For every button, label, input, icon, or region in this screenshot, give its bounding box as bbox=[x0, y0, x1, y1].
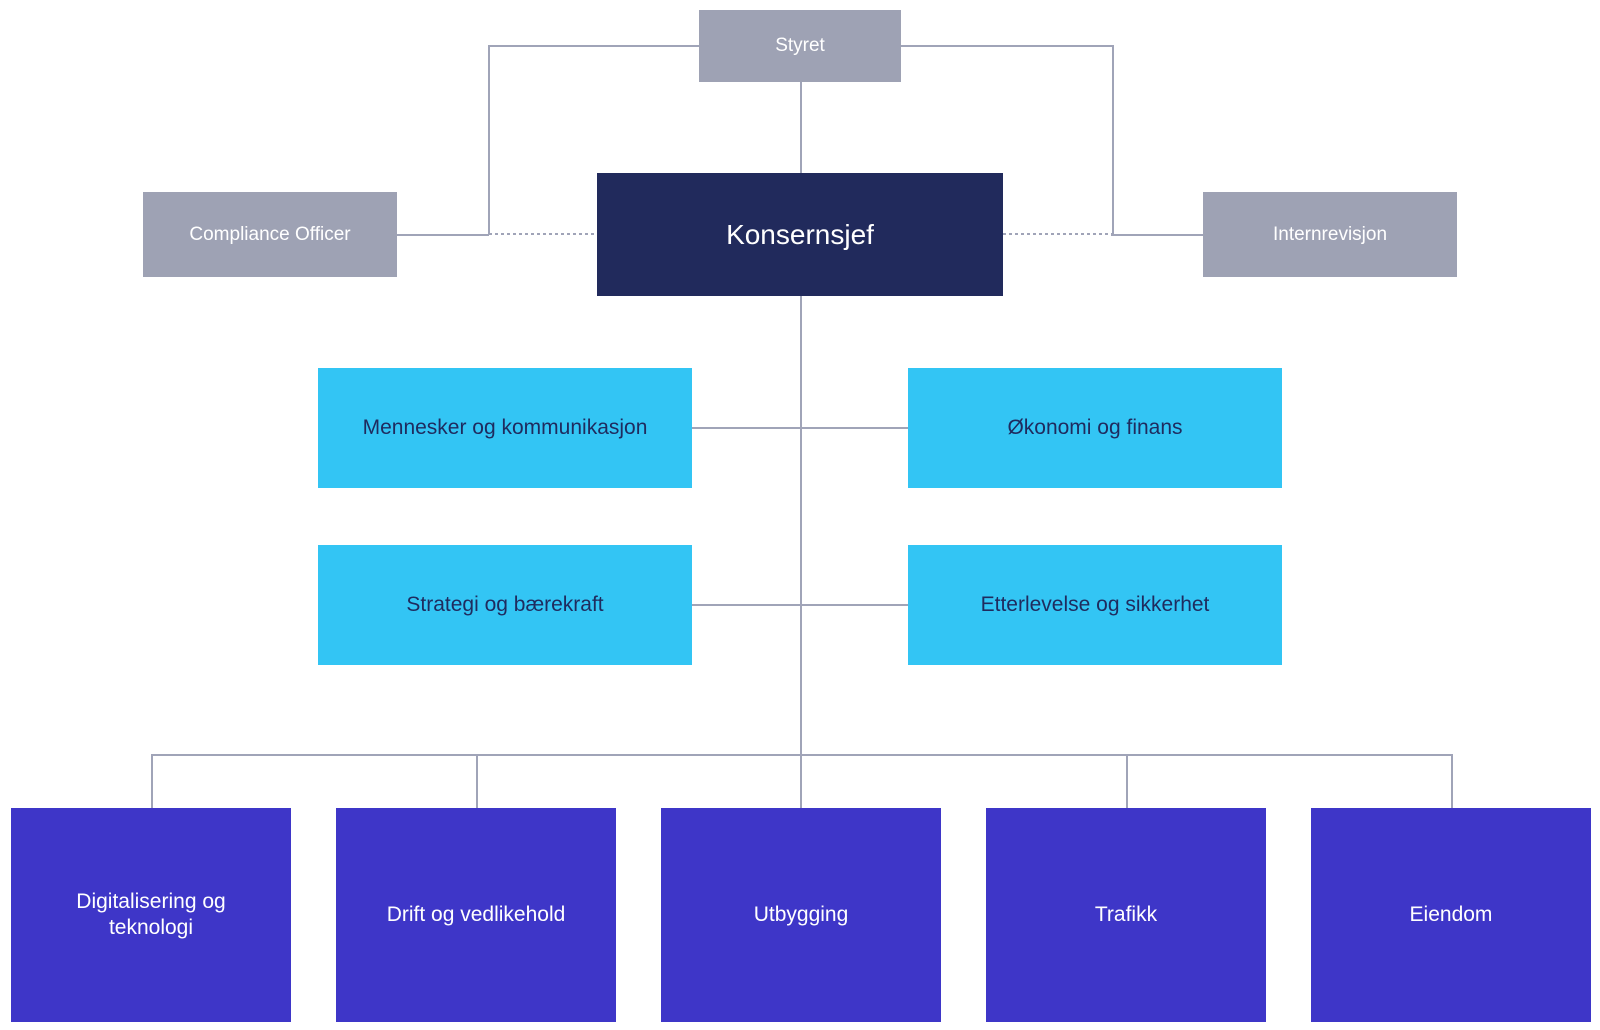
connector-compliance-dotted-to-ceo bbox=[489, 233, 597, 235]
connector-divisions-bus bbox=[151, 754, 1451, 756]
division-label: Eiendom bbox=[1409, 902, 1493, 926]
connector-audit-solid bbox=[1111, 234, 1203, 236]
connector-staff-row2 bbox=[692, 604, 908, 606]
division-label: Drift og vedlikehold bbox=[386, 902, 566, 926]
connector-left-elbow-vertical bbox=[488, 45, 490, 235]
division-trafikk: Trafikk bbox=[986, 808, 1266, 1022]
division-label: Digitalisering og teknologi bbox=[76, 889, 226, 939]
compliance-officer-label: Compliance Officer bbox=[189, 223, 351, 245]
staff-unit-label: Økonomi og finans bbox=[1007, 415, 1183, 439]
board-node: Styret bbox=[699, 10, 901, 82]
internal-audit-node: Internrevisjon bbox=[1203, 192, 1457, 277]
connector-staff-row1 bbox=[692, 427, 908, 429]
staff-unit-mennesker-og-kommunikasjon: Mennesker og kommunikasjon bbox=[318, 368, 692, 488]
connector-audit-dotted-to-ceo bbox=[1003, 233, 1112, 235]
connector-drop-digitalisering bbox=[151, 754, 153, 808]
staff-unit-label: Etterlevelse og sikkerhet bbox=[980, 592, 1210, 616]
staff-unit-label: Mennesker og kommunikasjon bbox=[362, 415, 648, 439]
division-digitalisering-og-teknologi: Digitalisering og teknologi bbox=[11, 808, 291, 1022]
compliance-officer-node: Compliance Officer bbox=[143, 192, 397, 277]
ceo-label: Konsernsjef bbox=[726, 219, 874, 250]
connector-board-to-right-elbow bbox=[901, 45, 1112, 47]
division-eiendom: Eiendom bbox=[1311, 808, 1591, 1022]
connector-drop-trafikk bbox=[1126, 754, 1128, 808]
connector-ceo-trunk bbox=[800, 296, 802, 808]
staff-unit-strategi-og-baerekraft: Strategi og bærekraft bbox=[318, 545, 692, 665]
division-drift-og-vedlikehold: Drift og vedlikehold bbox=[336, 808, 616, 1022]
division-label: Utbygging bbox=[753, 902, 849, 926]
internal-audit-label: Internrevisjon bbox=[1272, 223, 1388, 245]
ceo-node: Konsernsjef bbox=[597, 173, 1003, 296]
board-label: Styret bbox=[775, 35, 825, 57]
staff-unit-okonomi-og-finans: Økonomi og finans bbox=[908, 368, 1282, 488]
staff-unit-label: Strategi og bærekraft bbox=[406, 592, 604, 616]
division-label: Trafikk bbox=[1094, 902, 1158, 926]
connector-right-elbow-vertical bbox=[1112, 45, 1114, 235]
connector-drop-eiendom bbox=[1451, 754, 1453, 808]
division-utbygging: Utbygging bbox=[661, 808, 941, 1022]
connector-drop-drift bbox=[476, 754, 478, 808]
connector-compliance-solid bbox=[397, 234, 489, 236]
staff-unit-etterlevelse-og-sikkerhet: Etterlevelse og sikkerhet bbox=[908, 545, 1282, 665]
connector-board-to-left-elbow bbox=[488, 45, 699, 47]
connector-board-to-ceo bbox=[800, 82, 802, 173]
